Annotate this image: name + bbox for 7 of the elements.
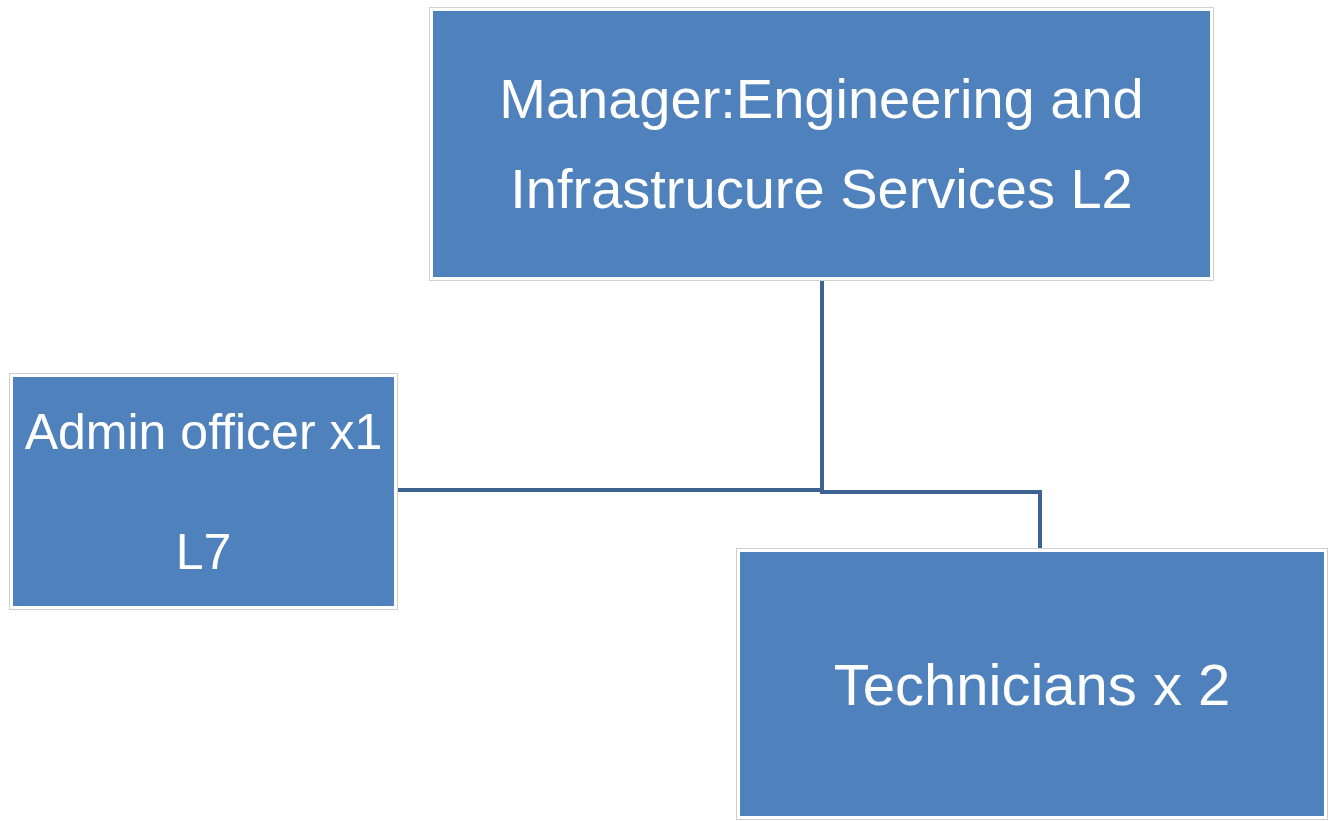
box-label: Admin officer x1 L7: [23, 402, 384, 582]
box-label: Manager:Engineering and Infrastrucure Services L2: [498, 66, 1145, 222]
org-box: [737, 549, 1327, 819]
connector-line: [820, 280, 1042, 549]
box-label: Technicians x 2: [833, 650, 1231, 719]
org-box: [430, 8, 1213, 280]
org-box: [10, 374, 397, 609]
